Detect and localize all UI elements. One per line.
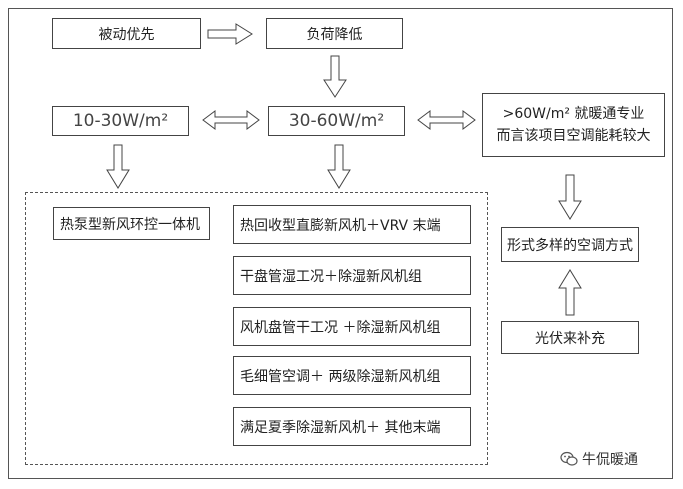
arrow-right [207,23,253,45]
arrow-double [202,110,260,130]
solutions-group [25,192,488,465]
load-high-line2: 而言该项目空调能耗较大 [496,128,651,144]
load-high-box: >60W/m² 就暖通专业 而言该项目空调能耗较大 [482,93,665,157]
reduce-load-label: 负荷降低 [306,26,363,43]
arrow-down [323,55,347,98]
arrow-double [417,110,476,130]
diverse-ac-label: 形式多样的空调方式 [507,237,633,254]
arrow-down [106,144,130,189]
option-label: 干盘管湿工况＋除湿新风机组 [240,268,422,285]
diverse-ac-box: 形式多样的空调方式 [501,227,639,262]
option-box: 干盘管湿工况＋除湿新风机组 [233,256,471,295]
option-box: 毛细管空调＋ 两级除湿新风机组 [233,356,471,395]
option-label: 热回收型直膨新风机＋VRV 末端 [240,217,441,234]
arrow-down [558,174,582,220]
load-low-box: 10-30W/m² [52,106,189,136]
option-label: 风机盘管干工况 ＋除湿新风机组 [240,319,441,336]
passive-priority-label: 被动优先 [98,26,155,43]
watermark-text: 牛侃暖通 [582,452,638,468]
option-box: 满足夏季除湿新风机＋ 其他末端 [233,407,471,446]
option-box: 热回收型直膨新风机＋VRV 末端 [233,205,471,244]
heat-pump-unit-box: 热泵型新风环控一体机 [53,207,210,240]
pv-supplement-label: 光伏来补充 [535,330,605,347]
option-label: 毛细管空调＋ 两级除湿新风机组 [240,368,441,385]
watermark: 牛侃暖通 [560,449,638,469]
option-label: 满足夏季除湿新风机＋ 其他末端 [240,419,441,436]
load-mid-box: 30-60W/m² [268,106,405,136]
load-mid-label: 30-60W/m² [288,111,385,131]
pv-supplement-box: 光伏来补充 [501,321,639,354]
arrow-down [327,144,351,189]
heat-pump-unit-label: 热泵型新风环控一体机 [60,216,200,233]
reduce-load-box: 负荷降低 [266,18,403,49]
wechat-icon [560,451,578,466]
load-high-line1: >60W/m² 就暖通专业 [502,106,645,122]
load-low-label: 10-30W/m² [72,111,169,131]
arrow-up [558,269,582,316]
option-box: 风机盘管干工况 ＋除湿新风机组 [233,307,471,346]
diagram-frame [8,8,673,479]
passive-priority-box: 被动优先 [52,18,201,49]
